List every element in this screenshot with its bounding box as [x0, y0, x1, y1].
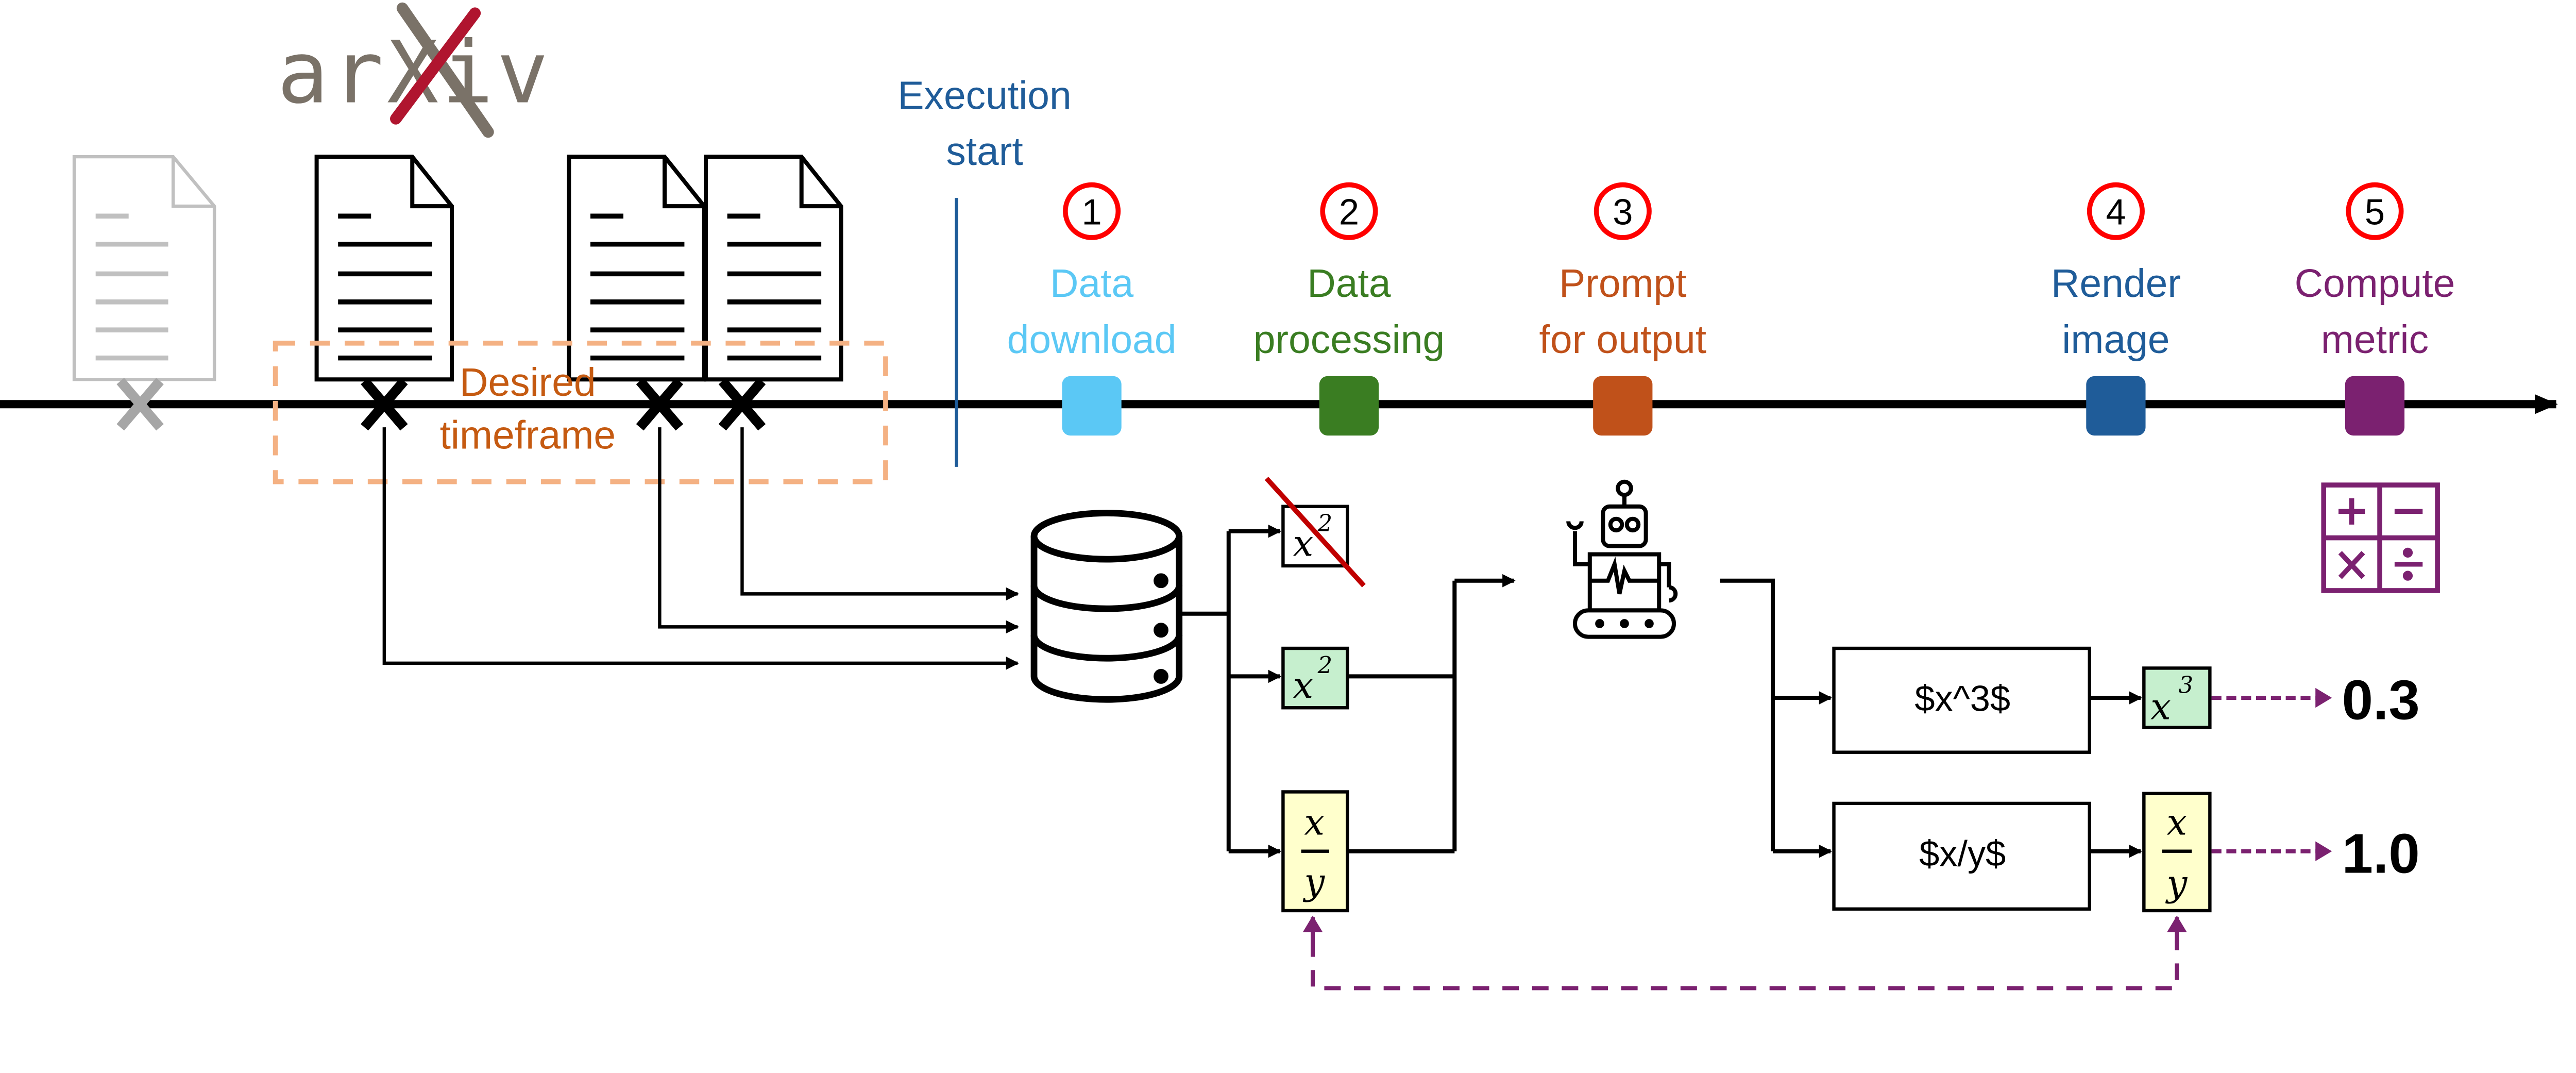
step-number-badge — [1320, 182, 1378, 240]
formula-exponent: 2 — [1317, 651, 1333, 679]
step-label: for output — [1539, 317, 1707, 362]
step-label: Data — [1307, 261, 1391, 306]
rejected-formula: x 2 — [1264, 477, 1366, 588]
pipeline-diagram: arXiv Desired timeframe Execution start … — [0, 2, 2558, 991]
llm-output-2: $x/y$ — [1832, 801, 2091, 911]
step-label: processing — [1253, 317, 1445, 362]
step-marker — [1319, 376, 1379, 436]
step-label: Data — [1050, 261, 1134, 306]
arxiv-logo: arXiv — [277, 2, 552, 138]
kept-formula-fraction: x y — [1281, 790, 1349, 913]
score-2: 1.0 — [2342, 822, 2419, 885]
score-1: 0.3 — [2342, 669, 2419, 732]
step-marker — [1593, 376, 1653, 436]
step-marker — [2086, 376, 2146, 436]
rendered-output-1: x 3 — [2142, 666, 2212, 729]
arxiv-logo-text: arXiv — [277, 23, 552, 123]
llm-output-text: $x^3$ — [1914, 678, 2010, 719]
document-icon — [314, 155, 454, 382]
desired-timeframe-box — [273, 341, 888, 484]
execution-start-label: Execution — [897, 73, 1071, 118]
step-number: 1 — [1081, 191, 1101, 232]
step-number-badge — [1594, 182, 1652, 240]
step-number: 2 — [1339, 191, 1359, 232]
step-label: Compute — [2295, 261, 2455, 306]
document-icon — [704, 155, 843, 382]
step-marker — [2345, 376, 2405, 436]
database-icon — [1030, 510, 1183, 703]
document-icon-excluded — [72, 155, 216, 381]
formula-exponent: 2 — [1317, 510, 1333, 537]
formula-base: x — [1293, 664, 1314, 707]
paper-marker — [361, 378, 766, 431]
formula-base: x — [2150, 686, 2171, 728]
step-number: 3 — [1613, 191, 1633, 232]
rendered-output-2: x y — [2142, 792, 2212, 913]
kept-formula-square: x 2 — [1281, 646, 1349, 710]
documents — [314, 155, 843, 382]
step-number-badge — [1063, 182, 1121, 240]
render-connectors — [1720, 578, 2143, 858]
step-label: Render — [2051, 261, 2181, 306]
document-icon — [567, 155, 706, 382]
step-label: metric — [2321, 317, 2429, 362]
step-label: download — [1007, 317, 1177, 362]
paper-connectors — [382, 427, 1020, 670]
llm-output-1: $x^3$ — [1832, 646, 2091, 754]
excluded-paper-marker — [116, 378, 164, 431]
desired-timeframe-label: Desired — [460, 360, 596, 405]
metric-connectors — [1302, 688, 2332, 991]
step-number-badge — [2346, 182, 2404, 240]
formula-exponent: 3 — [2179, 671, 2194, 698]
processing-connectors — [1179, 524, 1516, 858]
step-number: 5 — [2365, 191, 2385, 232]
formula-numerator: x — [1304, 801, 1325, 844]
step-number: 4 — [2106, 191, 2126, 232]
formula-numerator: x — [2166, 801, 2187, 844]
step-number-badge — [2087, 182, 2145, 240]
llm-output-text: $x/y$ — [1919, 833, 2006, 874]
calculator-icon — [2321, 482, 2440, 593]
step-label: Prompt — [1559, 261, 1687, 306]
execution-start-label-2: start — [946, 129, 1023, 174]
formula-denominator: y — [1302, 861, 1325, 903]
formula-denominator: y — [2165, 862, 2188, 904]
step-marker — [1062, 376, 1122, 436]
robot-icon — [1566, 479, 1678, 639]
desired-timeframe-label-2: timeframe — [440, 413, 616, 458]
step-label: image — [2062, 317, 2170, 362]
